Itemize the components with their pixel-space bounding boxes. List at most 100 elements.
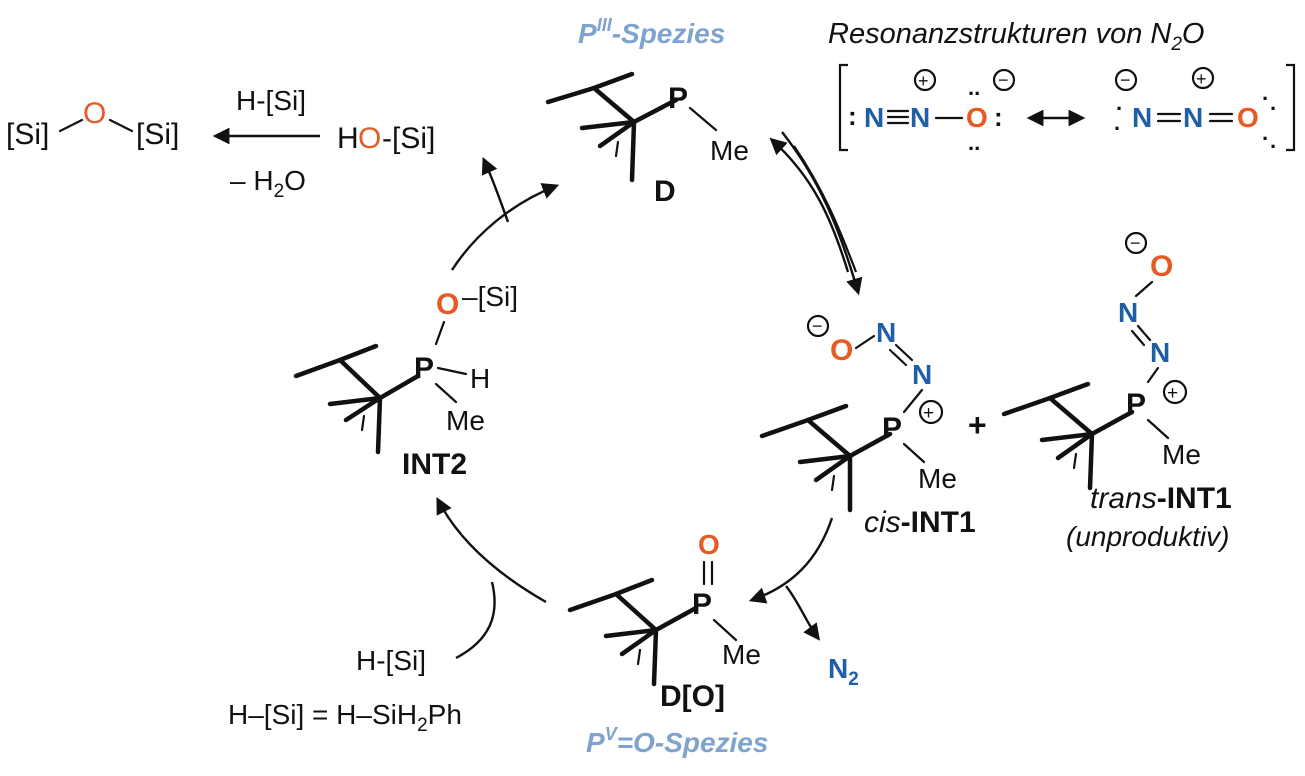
siloxane-si-right: [Si]	[136, 118, 179, 151]
silane-definition: H–[Si] = H–SiH2Ph	[228, 699, 462, 736]
methyl-side	[597, 119, 637, 149]
cis-phosphorus: P	[882, 412, 902, 445]
svg-text:+: +	[923, 403, 934, 424]
label-unproductive: (unproduktiv)	[1066, 521, 1229, 552]
cis-methyl: Me	[918, 463, 957, 494]
svg-text:.: .	[1262, 80, 1268, 105]
svg-text:.: .	[1116, 90, 1122, 115]
svg-text:..: ..	[968, 75, 980, 100]
trans-phosphorus: P	[1126, 388, 1146, 421]
label-D: D	[654, 175, 676, 208]
do-phosphorus: P	[692, 588, 712, 621]
res2-oxygen: O	[1237, 102, 1259, 133]
res2-n1: N	[1132, 102, 1152, 133]
label-trans-INT1: trans-INT1	[1090, 482, 1232, 515]
res1-n2: N	[910, 102, 930, 133]
res2-plus-charge	[1191, 66, 1215, 90]
trans-n1: N	[1118, 297, 1138, 328]
cis-p-charge	[918, 399, 944, 425]
svg-text:+: +	[918, 71, 929, 91]
res1-oxygen: O	[966, 102, 988, 133]
methyl-top	[591, 71, 635, 91]
n2o-resonance: Resonanzstrukturen von N2O : N N + O .. …	[828, 18, 1296, 155]
arrow-int1-to-d	[769, 137, 850, 273]
compound-cis-INT1: − O N N P + Me cis-INT1	[759, 314, 976, 539]
water-byproduct: – H2O	[230, 165, 306, 202]
svg-text:−: −	[998, 70, 1009, 90]
svg-text:.: .	[1262, 120, 1268, 145]
siloxane-bond-right	[108, 118, 134, 133]
res1-minus-charge	[992, 68, 1016, 92]
silane-label: H-[Si]	[356, 645, 426, 676]
compound-trans-INT1: − O N N P + Me trans-INT1 (unproduktiv)	[1001, 231, 1232, 552]
do-methyl: Me	[722, 639, 761, 670]
phosphorus-atom-D: P	[668, 82, 688, 115]
svg-text:−: −	[1120, 70, 1131, 90]
p5-species-label: PV=O-Spezies	[586, 724, 768, 758]
trans-oxygen-charge	[1124, 231, 1148, 255]
trans-oxygen: O	[1150, 250, 1173, 283]
arrow-n2-release	[785, 585, 821, 641]
arrow-int1-to-do	[748, 517, 834, 604]
plus-sign: +	[968, 407, 987, 443]
bracket-left	[838, 63, 848, 152]
cis-n2: N	[912, 359, 932, 390]
cycle-arrows	[436, 131, 863, 660]
siloxane-oxygen: O	[83, 97, 106, 130]
silanol-si: -[Si]	[382, 122, 435, 155]
res1-plus-charge	[913, 68, 937, 92]
n2-product: N2	[828, 653, 859, 690]
trans-p-charge	[1162, 379, 1188, 405]
silanol-h: H	[337, 122, 359, 155]
arrow-silanol-release	[481, 156, 510, 223]
svg-text:.: .	[1114, 110, 1120, 135]
compound-INT2: O –[Si] P H Me INT2	[293, 281, 518, 481]
p-methyl-bond	[688, 106, 718, 132]
cis-oxygen-charge	[806, 314, 830, 338]
arrow-equilibrium-line	[793, 145, 858, 273]
phosphetane-ring-top	[545, 85, 679, 125]
svg-text:.: .	[1270, 90, 1276, 115]
svg-text:..: ..	[968, 130, 980, 155]
svg-text:−: −	[1130, 233, 1141, 253]
condensation-reagent: H-[Si]	[236, 85, 306, 116]
label-INT2: INT2	[402, 448, 467, 481]
res1-n1: N	[864, 102, 884, 133]
silanol-oxygen: O	[358, 122, 381, 155]
int2-phosphorus: P	[414, 352, 434, 385]
stereo-tick	[614, 140, 620, 158]
siloxane-bond-left	[58, 118, 84, 133]
res2-minus-charge	[1114, 68, 1138, 92]
int2-hydride: H	[470, 363, 490, 394]
do-oxygen: O	[698, 529, 720, 560]
svg-text:.: .	[1270, 128, 1276, 153]
phosphetane-ring-bottom	[579, 119, 637, 183]
methyl-D: Me	[710, 135, 749, 166]
compound-D: PIII-Spezies P Me D	[545, 15, 749, 208]
label-DO: D[O]	[660, 680, 725, 713]
arrow-d-to-int1	[781, 131, 863, 296]
trans-n2: N	[1150, 337, 1170, 368]
lone-pair-n1: :	[848, 101, 857, 131]
cis-oxygen: O	[830, 334, 853, 367]
resonance-title: Resonanzstrukturen von N2O	[828, 18, 1204, 55]
int2-methyl: Me	[446, 405, 485, 436]
res2-n2: N	[1183, 102, 1203, 133]
svg-text::: :	[994, 102, 1003, 132]
compound-DO: O P Me D[O] PV=O-Spezies	[567, 529, 768, 758]
svg-text:−: −	[812, 316, 823, 336]
svg-text:+: +	[1196, 69, 1207, 89]
arrow-silane-in	[455, 581, 496, 660]
trans-methyl: Me	[1162, 439, 1201, 470]
siloxane-formation: [Si] O [Si] H-[Si] – H2O H O -[Si]	[6, 85, 435, 202]
silane-reagent: H-[Si] H–[Si] = H–SiH2Ph	[228, 645, 462, 736]
arrow-do-to-int2	[436, 497, 547, 604]
cis-n1: N	[876, 317, 896, 348]
arrow-int2-to-d	[450, 183, 560, 271]
svg-text:+: +	[1167, 383, 1178, 404]
int2-silyl: –[Si]	[462, 281, 518, 312]
p3-species-label: PIII-Spezies	[578, 15, 725, 49]
label-cis-INT1: cis-INT1	[864, 506, 976, 539]
siloxane-si-left: [Si]	[6, 118, 49, 151]
